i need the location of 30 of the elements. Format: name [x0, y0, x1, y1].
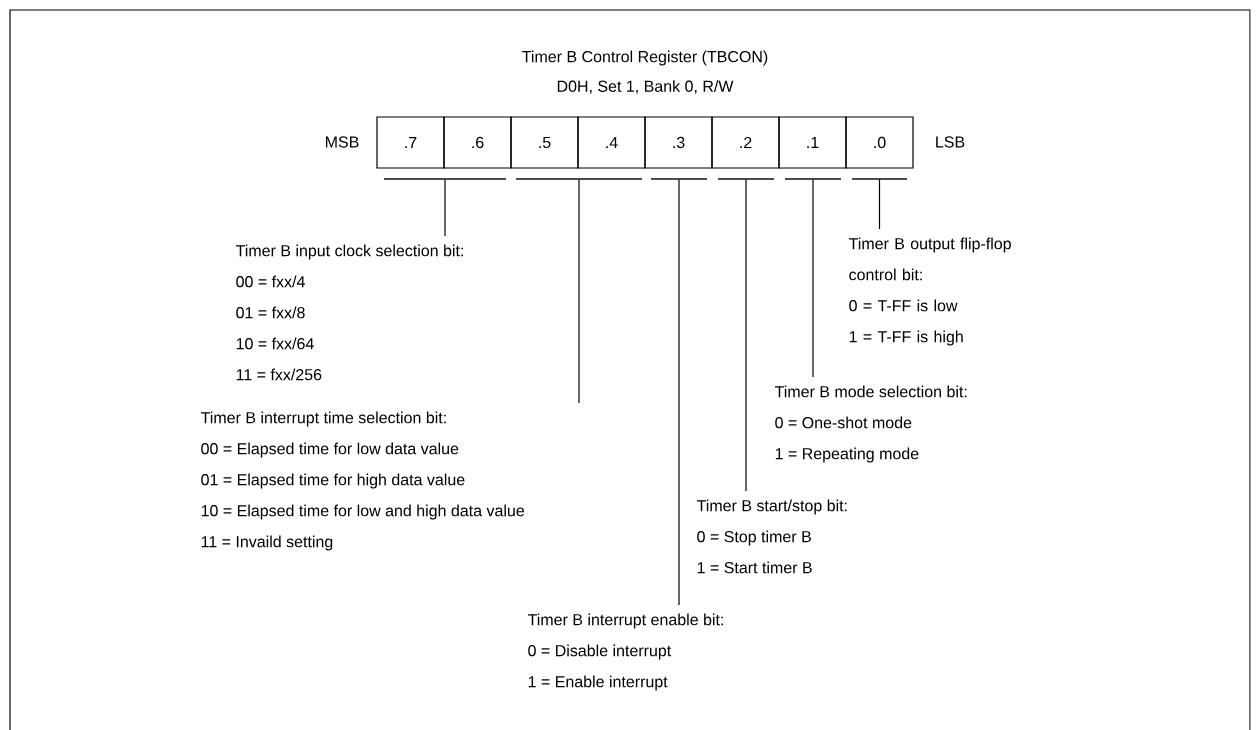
bit-description: Timer B interrupt time selection bit: 00 = Elapsed time for low data value 01 = Elapsed time for high data value 10 = Elapsed time for low and high data value 11 = Invaild setting [200, 411, 525, 551]
leader-line [878, 178, 881, 230]
bit-description: Timer B mode selection bit: 0 = One-shot mode 1 = Repeating mode [774, 385, 967, 463]
bracket-line [717, 178, 775, 180]
bracket-line [851, 178, 908, 180]
label-text: MSB [326, 136, 359, 148]
bit-cell: .6 [443, 116, 512, 169]
bracket-line [383, 178, 507, 180]
label-text: D0H, Set 1, Bank 0, R/W [557, 80, 734, 94]
bit-description: Timer B output flip-flop control bit: 0 = T-FF is low 1 = T-FF is high [848, 237, 1011, 346]
leader-line [578, 178, 580, 404]
leader-line [812, 178, 814, 378]
leader-line [444, 178, 446, 237]
bit-cell: .4 [577, 116, 646, 169]
bit-cell: .1 [778, 116, 847, 169]
bit-cell: .7 [376, 116, 445, 169]
bracket-line [515, 178, 643, 180]
label-text: LSB [936, 136, 965, 148]
bit-cell: .2 [711, 116, 780, 169]
bracket-line [650, 178, 708, 180]
bit-cell: .3 [644, 116, 713, 169]
bit-description: Timer B start/stop bit: 0 = Stop timer B 1 = Start timer B [696, 499, 847, 574]
bit-cell: .5 [510, 116, 579, 169]
leader-line [745, 178, 747, 492]
bit-description: Timer B input clock selection bit: 00 = fxx/4 01 = fxx/8 10 = fxx/64 11 = fxx/256 [235, 244, 463, 381]
bit-cell: .0 [845, 116, 914, 169]
leader-line [678, 178, 680, 606]
bit-description: Timer B interrupt enable bit: 0 = Disable interrupt 1 = Enable interrupt [527, 613, 723, 691]
title: Timer B Control Register (TBCON) [522, 50, 768, 66]
bracket-line [784, 178, 842, 180]
